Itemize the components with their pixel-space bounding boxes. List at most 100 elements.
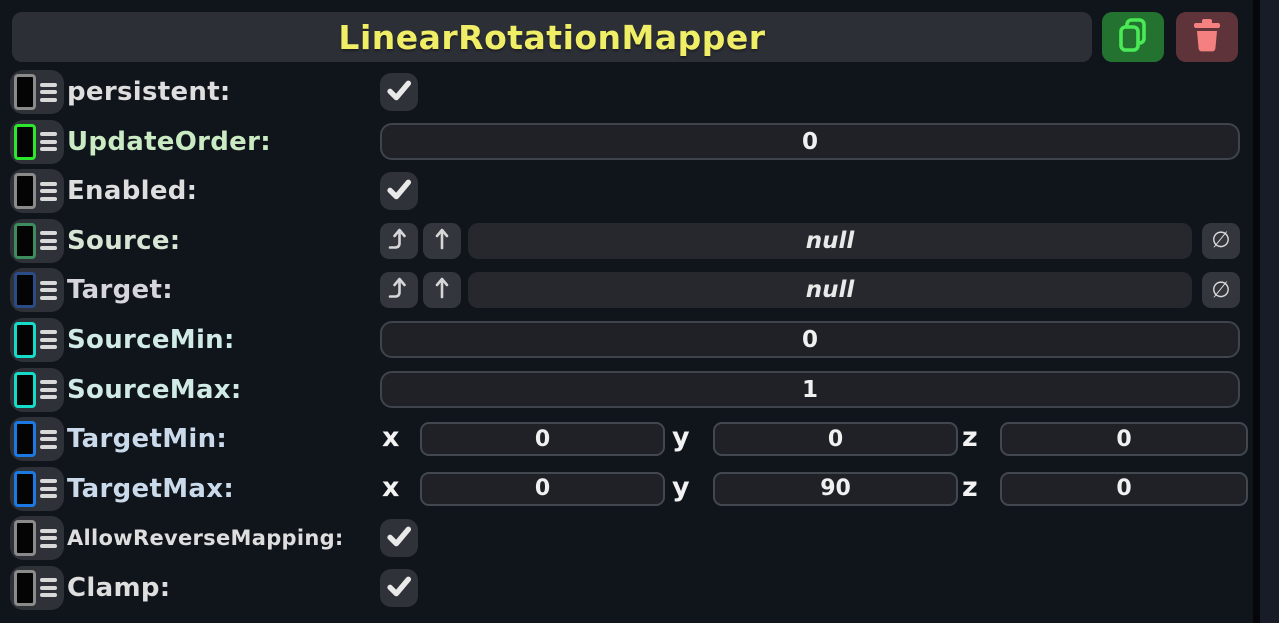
bounce-arrow-icon (380, 221, 418, 261)
member-handle[interactable] (10, 119, 64, 164)
extract-reference-button[interactable] (423, 270, 461, 310)
clamp-checkbox[interactable] (380, 568, 418, 607)
field-value: 0 (1116, 476, 1132, 502)
slot-icon (14, 272, 36, 309)
checkmark-icon (382, 73, 416, 111)
slot-icon (14, 123, 36, 160)
property-label: SourceMax: (67, 374, 242, 405)
component-title-bar[interactable]: LinearRotationMapper (12, 12, 1092, 62)
grab-reference-button[interactable] (380, 221, 418, 261)
axis-z-label: z (962, 471, 978, 503)
targetmin-x-field[interactable]: 0 (420, 422, 665, 457)
property-row-targetmin: TargetMin: x 0 y 0 z 0 (10, 417, 1248, 462)
component-title: LinearRotationMapper (338, 17, 766, 57)
grip-icon (40, 82, 57, 102)
field-value: 90 (820, 476, 851, 502)
reference-value: null (805, 227, 855, 254)
source-reference-field[interactable]: null (468, 222, 1192, 259)
checkmark-icon (382, 519, 416, 557)
slot-icon (14, 569, 36, 606)
up-arrow-icon (423, 270, 461, 310)
grip-icon (40, 528, 57, 548)
persistent-checkbox[interactable] (380, 73, 418, 111)
grip-icon (40, 479, 57, 499)
property-label: Source: (67, 225, 181, 256)
member-handle[interactable] (10, 516, 64, 561)
targetmin-z-field[interactable]: 0 (1000, 422, 1248, 457)
field-value: 0 (1116, 426, 1132, 452)
enabled-checkbox[interactable] (380, 172, 418, 211)
target-reference-field[interactable]: null (468, 272, 1192, 309)
field-value: 0 (827, 426, 844, 452)
property-row-target: Target: null ∅ (10, 268, 1242, 313)
field-value: 0 (801, 326, 818, 353)
property-label: Target: (67, 275, 173, 306)
property-row-sourcemin: SourceMin: 0 (10, 317, 1242, 362)
slot-icon (14, 470, 36, 507)
duplicate-button[interactable] (1102, 12, 1164, 62)
slot-icon (14, 74, 36, 110)
property-label: AllowReverseMapping: (67, 526, 344, 551)
slot-icon (14, 371, 36, 408)
slot-icon (14, 520, 36, 557)
targetmax-y-field[interactable]: 90 (713, 471, 958, 506)
slot-icon (14, 321, 36, 358)
bounce-arrow-icon (380, 270, 418, 310)
sourcemax-field[interactable]: 1 (380, 371, 1240, 409)
targetmax-x-field[interactable]: 0 (420, 471, 665, 506)
grip-icon (40, 380, 57, 400)
component-header: LinearRotationMapper (0, 0, 1253, 62)
targetmin-y-field[interactable]: 0 (713, 422, 958, 457)
clear-reference-button[interactable]: ∅ (1202, 272, 1240, 309)
reference-value: null (805, 277, 855, 304)
grip-icon (40, 429, 57, 449)
panel-edge-strip[interactable] (1260, 0, 1279, 623)
field-value: 0 (534, 476, 551, 502)
panel-edge-divider (1253, 0, 1260, 623)
member-handle[interactable] (10, 317, 64, 362)
property-label: TargetMin: (67, 424, 228, 455)
property-label: SourceMin: (67, 324, 235, 355)
axis-z-label: z (962, 422, 978, 454)
null-set-icon: ∅ (1211, 277, 1231, 303)
clear-reference-button[interactable]: ∅ (1202, 222, 1240, 259)
trash-icon (1187, 15, 1227, 59)
extract-reference-button[interactable] (423, 222, 461, 259)
property-row-sourcemax: SourceMax: 1 (10, 367, 1242, 412)
axis-y-label: y (672, 471, 690, 503)
member-handle[interactable] (10, 367, 64, 412)
member-handle[interactable] (10, 565, 64, 610)
destroy-button[interactable] (1176, 12, 1238, 62)
property-row-targetmax: TargetMax: x 0 y 90 z 0 (10, 466, 1248, 511)
allowreversemapping-checkbox[interactable] (380, 519, 418, 558)
duplicate-icon (1113, 15, 1153, 59)
grip-icon (40, 330, 57, 350)
sourcemin-field[interactable]: 0 (380, 321, 1240, 359)
checkmark-icon (382, 569, 416, 607)
property-row-allowreversemapping: AllowReverseMapping: (10, 516, 1242, 561)
property-row-persistent: persistent: (10, 70, 1242, 114)
checkmark-icon (382, 172, 416, 210)
field-value: 0 (534, 426, 551, 452)
updateorder-field[interactable]: 0 (380, 123, 1240, 161)
grip-icon (40, 132, 57, 152)
property-row-enabled: Enabled: (10, 169, 1242, 214)
field-value: 1 (801, 376, 818, 403)
field-value: 0 (801, 128, 818, 155)
property-row-updateorder: UpdateOrder: 0 (10, 119, 1242, 164)
property-label: Clamp: (67, 572, 171, 603)
property-label: persistent: (67, 77, 231, 107)
member-handle[interactable] (10, 417, 64, 462)
member-handle[interactable] (10, 268, 64, 313)
targetmax-z-field[interactable]: 0 (1000, 471, 1248, 506)
null-set-icon: ∅ (1211, 228, 1231, 254)
property-label: Enabled: (67, 176, 198, 207)
grip-icon (40, 181, 57, 201)
grab-reference-button[interactable] (380, 270, 418, 310)
member-handle[interactable] (10, 466, 64, 511)
member-handle[interactable] (10, 169, 64, 214)
member-handle[interactable] (10, 70, 64, 114)
member-handle[interactable] (10, 218, 64, 263)
property-rows: persistent: UpdateOrder: 0 Enabled: (10, 70, 1248, 616)
grip-icon (40, 280, 57, 300)
